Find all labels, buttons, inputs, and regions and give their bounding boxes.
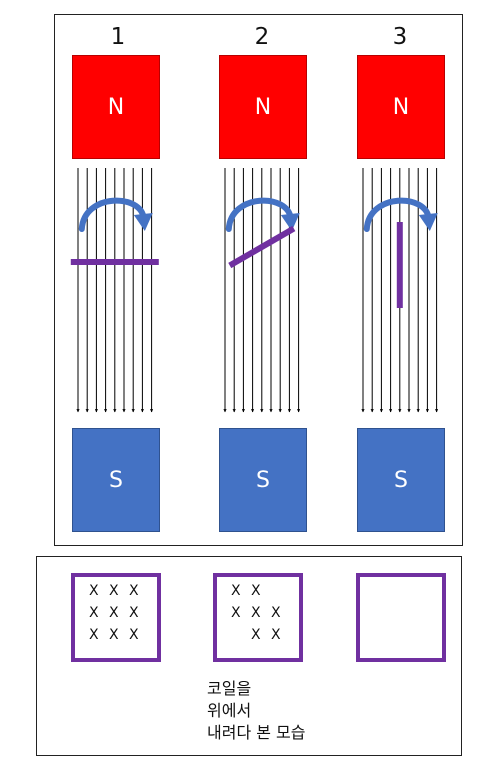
field-cross-mark: X (129, 627, 139, 643)
field-cross-mark: X (109, 627, 119, 643)
caption-line-3: 내려다 본 모습 (207, 723, 306, 742)
column-number-1: 1 (110, 24, 126, 50)
south-label-2: S (256, 467, 270, 493)
field-cross-mark: X (109, 583, 119, 599)
south-label-1: S (109, 467, 123, 493)
field-cross-mark: X (251, 627, 261, 643)
rotation-arrow-2 (225, 197, 294, 232)
north-pole-3: N (357, 55, 445, 159)
field-cross-mark: X (129, 605, 139, 621)
field-cross-mark: X (109, 605, 119, 621)
column-number-2: 2 (254, 24, 270, 50)
side-view-coil-2 (228, 225, 296, 269)
field-cross-mark: X (231, 605, 241, 621)
south-pole-1: S (72, 428, 160, 532)
north-label-1: N (107, 94, 125, 120)
rotation-arrowhead-2 (280, 213, 300, 231)
north-pole-1: N (72, 55, 160, 159)
column-number-3: 3 (392, 24, 408, 50)
south-pole-2: S (219, 428, 307, 532)
rotation-arrowhead-1 (133, 213, 153, 231)
south-pole-3: S (357, 428, 445, 532)
rotation-arrow-3 (363, 197, 432, 232)
rotation-arrow-1 (78, 197, 147, 232)
caption: 코일을 위에서 내려다 본 모습 (207, 678, 306, 744)
field-cross-mark (271, 583, 291, 605)
field-cross-mark: X (271, 605, 281, 621)
north-label-3: N (392, 94, 410, 120)
field-cross-mark: X (231, 583, 241, 599)
caption-line-2: 위에서 (207, 701, 252, 720)
field-cross-mark: X (89, 583, 99, 599)
north-pole-2: N (219, 55, 307, 159)
top-view-coil-3 (356, 573, 446, 662)
field-cross-mark: X (251, 605, 261, 621)
field-cross-mark: X (271, 627, 281, 643)
field-cross-mark: X (251, 583, 261, 599)
field-cross-mark: X (89, 627, 99, 643)
north-label-2: N (254, 94, 272, 120)
field-cross-mark: X (129, 583, 139, 599)
south-label-3: S (394, 467, 408, 493)
caption-line-1: 코일을 (207, 679, 252, 698)
field-cross-mark (231, 627, 251, 649)
field-cross-mark: X (89, 605, 99, 621)
rotation-arrowhead-3 (418, 213, 438, 231)
